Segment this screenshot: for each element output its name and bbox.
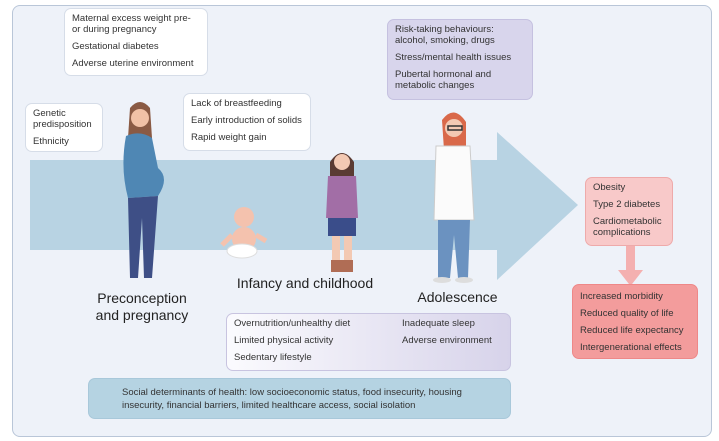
down-arrow xyxy=(618,245,643,286)
maternal-item: Maternal excess weight pre- or during pr… xyxy=(72,13,191,35)
lifestyle-item: Limited physical activity xyxy=(234,335,334,346)
genetic-item: Ethnicity xyxy=(33,136,69,147)
adolescence-item: Risk-taking behaviours: alcohol, smoking… xyxy=(395,24,495,46)
genetic-risk-box: Genetic predisposition Ethnicity xyxy=(25,103,103,152)
stage-preconception-label: Preconception and pregnancy xyxy=(95,290,189,323)
infancy-risk-box: Lack of breastfeeding Early introduction… xyxy=(183,93,311,151)
adolescence-item: Stress/mental health issues xyxy=(395,52,512,63)
baby-figure xyxy=(220,207,268,259)
girl-figure xyxy=(326,153,358,272)
outcomes-box: Obesity Type 2 diabetes Cardiometabolic … xyxy=(585,177,673,246)
stage-infancy-label: Infancy and childhood xyxy=(236,275,374,291)
consequence-item: Reduced life expectancy xyxy=(580,325,684,336)
lifestyle-risk-box: Overnutrition/unhealthy diet Limited phy… xyxy=(226,313,511,371)
social-determinants-text: Social determinants of health: low socio… xyxy=(122,387,462,411)
genetic-item: Genetic predisposition xyxy=(33,108,92,130)
consequences-box: Increased morbidity Reduced quality of l… xyxy=(572,284,698,359)
lifestyle-item: Adverse environment xyxy=(402,335,492,346)
infancy-item: Early introduction of solids xyxy=(191,115,302,126)
maternal-risk-box: Maternal excess weight pre- or during pr… xyxy=(64,8,208,76)
pregnant-woman-figure xyxy=(123,102,164,278)
outcome-item: Cardiometabolic complications xyxy=(593,216,662,238)
stage-adolescence-label: Adolescence xyxy=(417,289,498,305)
outcome-item: Type 2 diabetes xyxy=(593,199,661,210)
lifestyle-item: Overnutrition/unhealthy diet xyxy=(234,318,351,329)
outcome-item: Obesity xyxy=(593,182,626,193)
consequence-item: Increased morbidity xyxy=(580,291,663,302)
adolescence-item: Pubertal hormonal and metabolic changes xyxy=(395,69,492,91)
lifestyle-item: Sedentary lifestyle xyxy=(234,352,312,363)
consequence-item: Intergenerational effects xyxy=(580,342,682,353)
social-determinants-box: Social determinants of health: low socio… xyxy=(88,378,511,419)
maternal-item: Gestational diabetes xyxy=(72,41,159,52)
maternal-item: Adverse uterine environment xyxy=(72,58,194,69)
infancy-item: Rapid weight gain xyxy=(191,132,267,143)
lifestyle-item: Inadequate sleep xyxy=(402,318,475,329)
adolescent-figure xyxy=(433,112,475,283)
consequence-item: Reduced quality of life xyxy=(580,308,674,319)
adolescence-risk-box: Risk-taking behaviours: alcohol, smoking… xyxy=(387,19,533,100)
infancy-item: Lack of breastfeeding xyxy=(191,98,282,109)
